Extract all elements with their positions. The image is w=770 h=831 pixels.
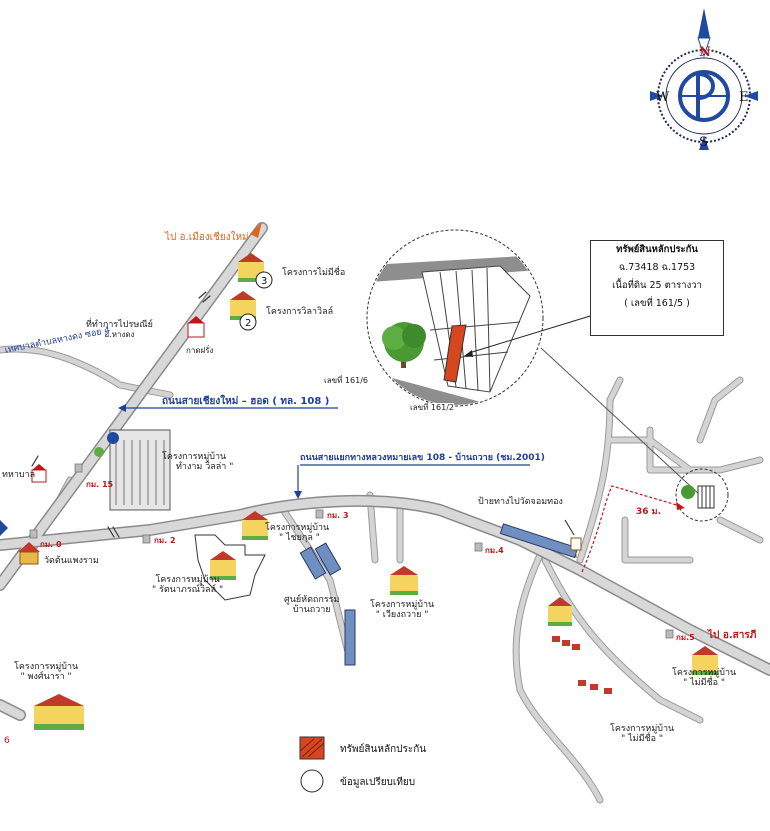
handicraft-line1: ศูนย์หัตถกรรม (284, 595, 340, 605)
village-thawong (109, 429, 171, 511)
direction-arrow-icon (250, 222, 262, 238)
to-saraphi-label: ไป อ.สารภี (708, 630, 757, 641)
temple-icon (18, 542, 40, 565)
km2-label: กม. 2 (154, 536, 176, 545)
main-road-label: ถนนสายเชียงใหม่ – ฮอด ( ทล. 108 ) (162, 396, 330, 407)
nameless1-label: โครงการหมู่บ้าน " ไม่มีชื่อ " (672, 668, 736, 689)
thawong-label: โครงการหมู่บ้าน ทำงาม วิลล่า " (162, 452, 233, 473)
nameless1-line2: " ไม่มีชื่อ " (683, 678, 726, 689)
compass-w: W (656, 90, 670, 105)
hospital-label: ทหาบาล (2, 470, 36, 480)
tree-icon (382, 322, 426, 368)
compass-e: E (739, 90, 749, 105)
legend-comparable-swatch (300, 769, 324, 793)
kad-farang-icon (187, 316, 205, 338)
rattanaporn-line2: " รัตนาภรณ์วิลล์ " (152, 585, 224, 596)
chaiyakul-label: โครงการหมู่บ้าน " ไชยกุล " (265, 523, 329, 544)
marker-2: 2 (245, 318, 251, 329)
rattanaporn-line1: โครงการหมู่บ้าน (155, 575, 220, 585)
compass-icon (650, 8, 758, 150)
marker-3-circle (255, 271, 273, 289)
house-icons (34, 253, 718, 730)
wiangthawai-label: โครงการหมู่บ้าน " เวียงถวาย " (370, 600, 434, 621)
rattanaporn-label: โครงการหมู่บ้าน " รัตนาภรณ์วิลล์ " (152, 575, 223, 596)
kad-farang-label: กาดฝรั่ง (186, 346, 214, 355)
chaiyakul-line2: " ไชยกุล " (279, 533, 320, 544)
km0-label: กม. 0 (40, 540, 62, 549)
sign-label: ป้ายทางไปวัดจอมทอง (478, 497, 563, 507)
wiangthawai-line2: " เวียงถวาย " (375, 610, 429, 621)
nameless2-label: โครงการหมู่บ้าน " ไม่มีชื่อ " (610, 724, 674, 745)
hospital-icon (31, 464, 47, 483)
sign-icon (570, 537, 582, 558)
km15-label: กม. 15 (86, 480, 114, 489)
distance-path (581, 485, 681, 573)
edge-marker-icon (0, 520, 8, 536)
project2-label: โครงการวิลาวิลล์ (266, 307, 334, 317)
legend-asset-label: ทรัพย์สินหลักประกัน (340, 744, 427, 755)
compass-n: N (699, 45, 711, 60)
handicraft-blocks (299, 542, 356, 666)
marker-3: 3 (261, 276, 267, 287)
legend-comparable-label: ข้อมูลเปรียบเทียบ (340, 777, 416, 788)
nameless1-line1: โครงการหมู่บ้าน (672, 668, 737, 678)
post-logo-icon (94, 432, 119, 457)
asset-deed: ฉ.73418 ฉ.1753 (618, 262, 696, 274)
branch-road-label: ถนนสายแยกทางหลวงหมายเลข 108 - บ้านถวาย (… (300, 453, 545, 463)
asset-info-box: ทรัพย์สินหลักประกัน ฉ.73418 ฉ.1753 เนื้อ… (590, 240, 724, 336)
post-office-label: ที่ทำการไปรษณีย์ อ.หางดง (86, 320, 153, 340)
marker-2-circle (239, 313, 257, 331)
edge-number: 6 (4, 736, 10, 746)
pongnara-label: โครงการหมู่บ้าน " พงศ์นารา " (14, 662, 78, 683)
km4-label: กม.4 (485, 546, 504, 555)
asset-area: เนื้อที่ดิน 25 ตารางวา (612, 280, 702, 292)
parcel-label-bottom: เลขที่ 161/2 (410, 403, 454, 413)
chaiyakul-line1: โครงการหมู่บ้าน (265, 523, 330, 533)
pongnara-line1: โครงการหมู่บ้าน (14, 662, 79, 672)
post-office-sub: อ.หางดง (104, 330, 135, 340)
nameless2-line1: โครงการหมู่บ้าน (610, 724, 675, 734)
pongnara-line2: " พงศ์นารา " (20, 672, 72, 683)
handicraft-line2: บ้านถวาย (292, 605, 331, 616)
wat-label: วัดต้นแพงราม (44, 556, 99, 566)
thawong-line1: โครงการหมู่บ้าน (162, 452, 227, 462)
km3-label: กม. 3 (327, 511, 349, 520)
wiangthawai-line1: โครงการหมู่บ้าน (370, 600, 435, 610)
thawong-line2: ทำงาม วิลล่า " (176, 462, 234, 473)
distance-label: 36 ม. (636, 507, 662, 517)
asset-parcel-number: ( เลขที่ 161/5 ) (624, 298, 690, 310)
parcel-label-left: เลขที่ 161/6 (324, 376, 368, 386)
site-marker (675, 468, 729, 522)
handicraft-label: ศูนย์หัตถกรรม บ้านถวาย (284, 595, 339, 616)
asset-heading: ทรัพย์สินหลักประกัน (616, 244, 698, 255)
post-office-name: ที่ทำการไปรษณีย์ (86, 320, 153, 330)
compass-s: S (699, 135, 708, 150)
parcel-inset (366, 229, 544, 407)
km-post-icons (29, 463, 674, 639)
nameless2-line2: " ไม่มีชื่อ " (621, 734, 664, 745)
project3-label: โครงการไม่มีชื่อ (282, 268, 346, 278)
to-chiangmai-label: ไป อ.เมืองเชียงใหม่ (165, 232, 249, 243)
km5-label: กม.5 (676, 633, 695, 642)
asset-parcel (443, 324, 467, 383)
roads (0, 222, 770, 804)
